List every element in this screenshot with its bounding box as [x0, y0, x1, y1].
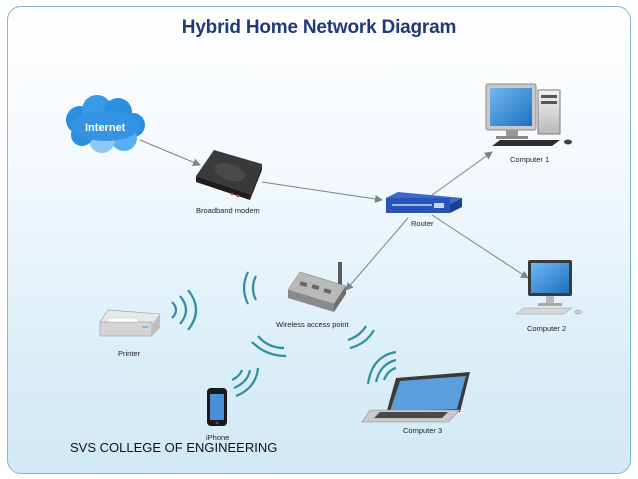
broadband-modem-icon	[196, 150, 262, 200]
internet-cloud-icon: Internet	[66, 95, 145, 153]
modem-label: Broadband modem	[196, 206, 260, 215]
iphone-icon	[207, 388, 227, 426]
computer-3-icon	[361, 372, 470, 423]
link-router-computer1	[431, 151, 493, 196]
computer-1-label: Computer 1	[510, 155, 550, 164]
link-router-computer2	[431, 214, 529, 279]
computer-3-label: Computer 3	[403, 426, 443, 435]
printer-wireless-waves-icon	[171, 289, 198, 331]
link-router-wap	[345, 217, 409, 291]
internet-label: Internet	[85, 122, 126, 134]
wap-label: Wireless access point	[276, 320, 349, 329]
printer-label: Printer	[118, 349, 141, 358]
computer-1-icon	[485, 83, 572, 146]
iphone-wireless-waves-icon	[231, 367, 260, 398]
router-label: Router	[411, 219, 434, 228]
link-internet-modem	[139, 139, 201, 166]
connection-lines	[139, 139, 529, 291]
laptop-wireless-waves-icon	[366, 350, 397, 385]
iphone-label: iPhone	[206, 433, 230, 442]
footer-text: SVS COLLEGE OF ENGINEERING	[70, 440, 278, 455]
router-icon	[386, 192, 462, 213]
wireless-access-point-icon	[287, 262, 347, 312]
computer-2-icon	[515, 260, 582, 315]
printer-icon	[99, 309, 161, 337]
page-title: Hybrid Home Network Diagram	[181, 17, 457, 38]
computer-2-label: Computer 2	[527, 324, 567, 333]
wap-wireless-waves-icon	[242, 271, 375, 358]
link-modem-router	[261, 181, 383, 203]
